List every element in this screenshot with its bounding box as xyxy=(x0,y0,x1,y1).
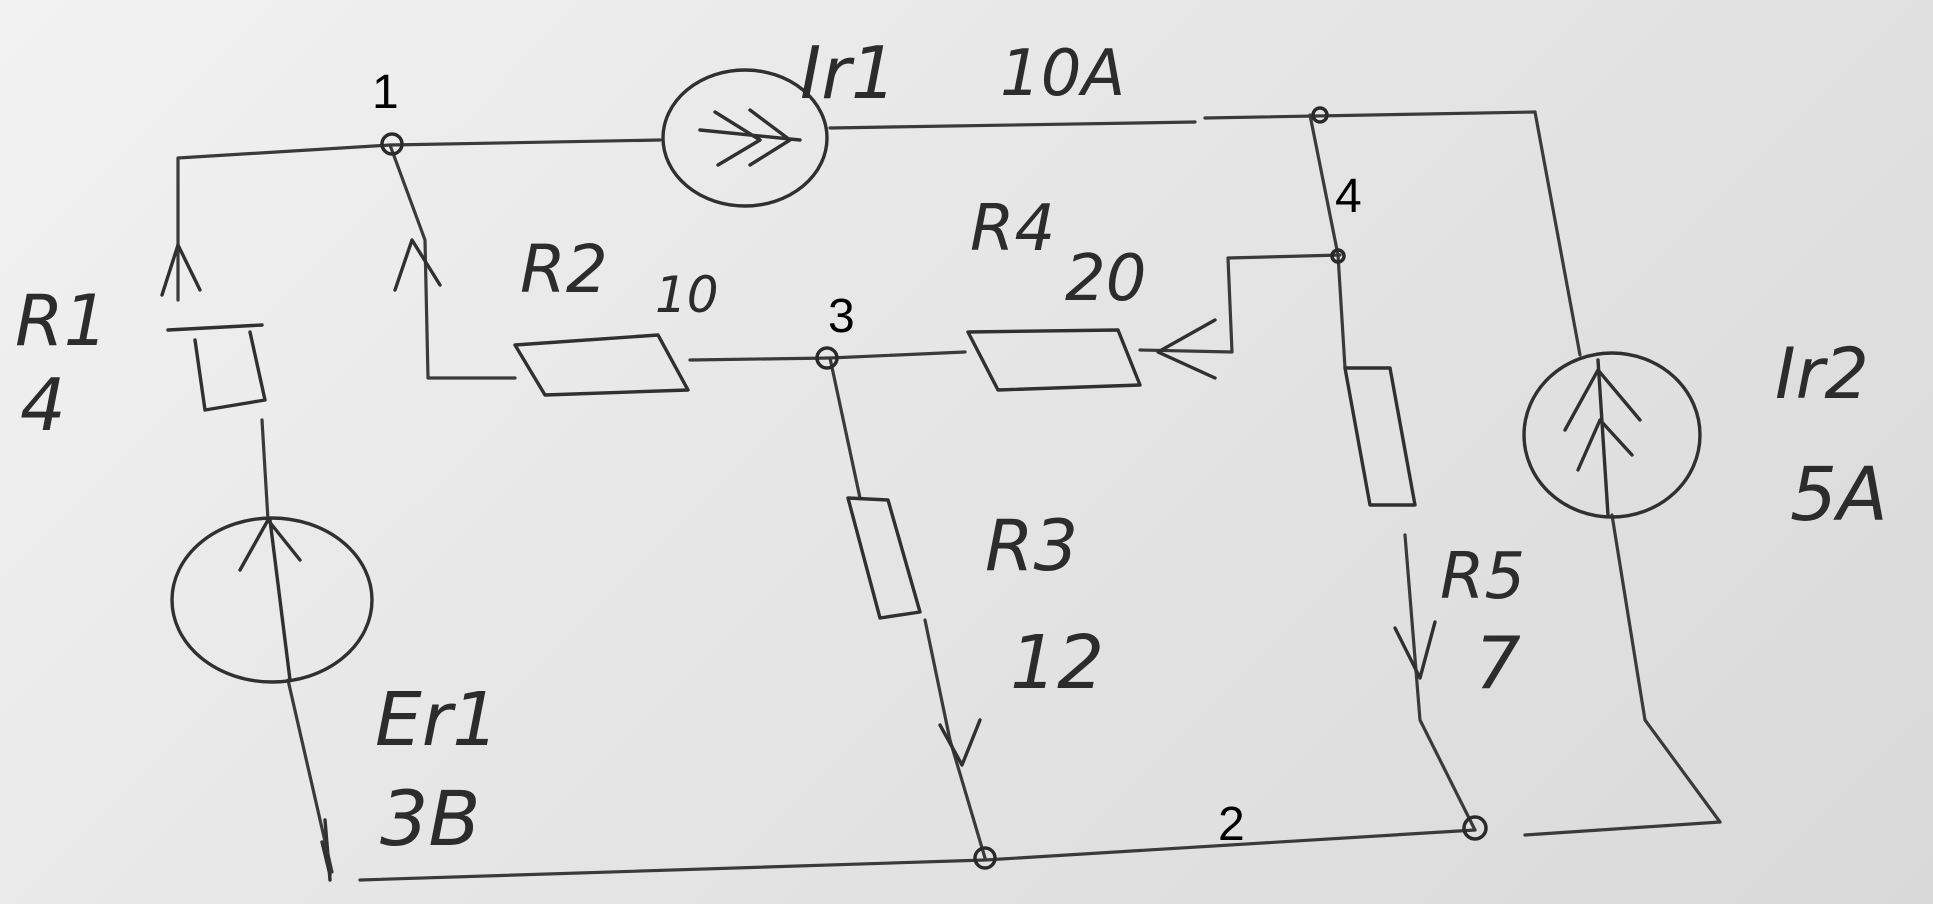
ir2-value-label: 5A xyxy=(1790,452,1888,538)
wire-r3-bottom xyxy=(923,618,987,860)
wire-right-to-ir2 xyxy=(1533,110,1582,357)
node-1-label: 1 xyxy=(372,66,399,119)
ir2-arrow-icon xyxy=(1563,358,1642,517)
node-3-dot xyxy=(815,346,839,370)
arrow-er1-bottom-icon xyxy=(320,818,332,882)
r2-value-label: 10 xyxy=(655,266,719,324)
ir1-name-label: Ir1 xyxy=(800,31,897,115)
node-top-right-dot xyxy=(1311,106,1329,124)
ir1-arrow-icon xyxy=(698,108,802,167)
wires xyxy=(176,110,1722,882)
wire-r5-bottom xyxy=(1403,533,1477,832)
resistor-r2 xyxy=(513,333,690,397)
wire-node3-r4 xyxy=(828,350,967,360)
resistor-r4 xyxy=(966,328,1142,392)
r3-name-label: R3 xyxy=(985,505,1078,587)
node-2-label: 2 xyxy=(1218,798,1245,851)
wire-r2-node3 xyxy=(688,356,832,362)
wire-r1-er1 xyxy=(260,418,270,522)
resistor-r5-body xyxy=(1343,366,1417,507)
current-arrows xyxy=(160,238,1437,882)
wire-left-top xyxy=(176,143,392,302)
wire-node1-r2 xyxy=(388,143,517,380)
er1-circle xyxy=(170,516,374,684)
arrow-down-r3-icon xyxy=(938,718,982,767)
node-2-right-dot xyxy=(1462,815,1488,841)
node-4-label: 4 xyxy=(1335,170,1362,223)
wire-node1-ir1 xyxy=(388,138,662,147)
wire-bottom-right xyxy=(1523,820,1722,837)
current-source-ir2 xyxy=(1522,351,1702,519)
arrow-up-node1-icon xyxy=(393,238,442,292)
er1-value-label: 3B xyxy=(380,774,481,863)
r2-name-label: R2 xyxy=(520,231,608,308)
wire-bottom xyxy=(358,828,1477,882)
r4-name-label: R4 xyxy=(970,192,1055,266)
wire-ir1-right xyxy=(828,120,1197,130)
resistor-r3-body xyxy=(846,496,922,620)
r5-value-label: 7 xyxy=(1475,621,1521,705)
r1-value-label: 4 xyxy=(20,363,66,447)
r4-value-label: 20 xyxy=(1065,242,1146,316)
wire-top-right xyxy=(1203,110,1537,120)
resistor-r1 xyxy=(166,323,267,412)
wire-er1-bottom xyxy=(286,678,334,874)
ir1-circle xyxy=(661,68,829,208)
wire-ir2-bottom xyxy=(1610,513,1722,824)
resistor-r3 xyxy=(846,496,922,620)
arrow-down-r5-icon xyxy=(1393,620,1437,680)
r5-name-label: R5 xyxy=(1440,540,1525,614)
node-dots xyxy=(380,106,1488,870)
resistor-r5 xyxy=(1343,366,1417,507)
arrow-left-r4-icon xyxy=(1156,318,1217,380)
wire-node3-r3 xyxy=(828,356,862,500)
r3-value-label: 12 xyxy=(1010,620,1104,706)
resistor-r4-body xyxy=(966,328,1142,392)
ir2-name-label: Ir2 xyxy=(1775,333,1869,415)
node-3-label: 3 xyxy=(828,290,855,343)
er1-arrow-icon xyxy=(238,518,302,682)
node-1-dot xyxy=(380,132,404,156)
node-4-dot xyxy=(1330,248,1346,264)
ir1-value-label: 10A xyxy=(1000,37,1125,111)
resistor-r1-body xyxy=(166,323,267,412)
resistor-r2-body xyxy=(513,333,690,397)
r1-name-label: R1 xyxy=(15,280,108,362)
ir2-circle xyxy=(1522,351,1702,519)
wire-r4-node4 xyxy=(1138,253,1342,354)
node-2-bottom-dot xyxy=(973,846,997,870)
current-source-ir1 xyxy=(661,68,829,208)
er1-name-label: Er1 xyxy=(375,677,499,763)
wire-top-node4 xyxy=(1308,113,1347,370)
arrow-up-r1-icon xyxy=(160,243,202,297)
voltage-source-er1 xyxy=(170,516,374,684)
